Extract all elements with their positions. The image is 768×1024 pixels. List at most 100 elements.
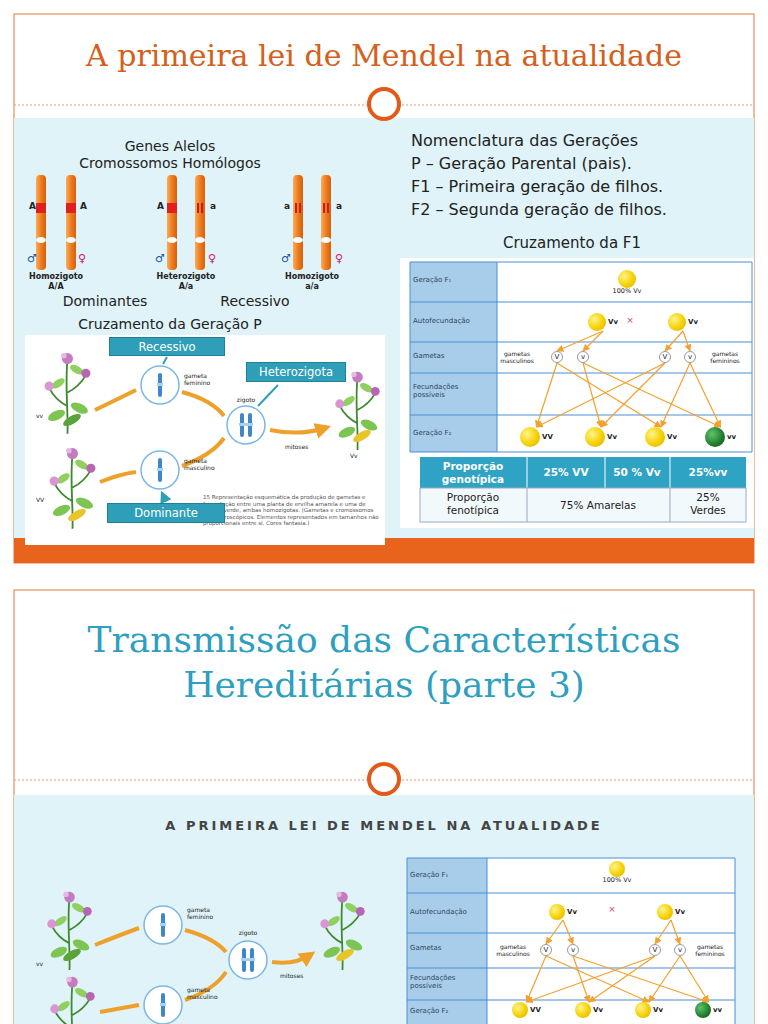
slide-title: Transmissão das Características Hereditá… — [64, 617, 704, 707]
table-note: gametas femininos — [690, 943, 730, 957]
chromosome-pairs-part — [36, 175, 46, 270]
pea-node: Vv — [635, 1002, 663, 1018]
pea-circle — [585, 427, 605, 447]
f1-cross-table-part — [420, 488, 746, 522]
gamete-figure-part — [50, 448, 96, 529]
gamete-figure-two-part — [61, 947, 82, 964]
pea-circle — [645, 427, 665, 447]
pea-node: Vv — [585, 427, 617, 447]
table-note: gametas masculinos — [492, 943, 534, 957]
gamete-figure-part — [61, 412, 82, 429]
sex-symbol: ♂ — [281, 252, 291, 265]
node-text: Vv — [653, 1006, 663, 1014]
pea-circle — [705, 427, 725, 447]
f1-cross-table-part — [400, 258, 754, 528]
pea-circle — [549, 904, 565, 920]
pea-circle — [635, 1002, 651, 1018]
gamete-figure-part — [351, 428, 372, 445]
allele-letter: a — [336, 201, 342, 212]
pea-circle — [588, 313, 606, 331]
gamete-figure-two-part — [144, 986, 182, 1024]
genotype-caption: Homozigoto A/A — [25, 272, 87, 291]
gamete-figure-two-part — [95, 928, 310, 1012]
figure-label: mitoses — [285, 443, 308, 450]
table-row-head: Fecundações possíveis — [413, 383, 473, 400]
gamete-figure-two-part — [229, 941, 267, 979]
figure-label: zigoto — [237, 396, 255, 403]
pea-node: Vv — [575, 1002, 603, 1018]
node-text: v — [678, 946, 682, 954]
chromosome-pairs-part — [195, 175, 205, 270]
table-cell: 25%vv — [689, 466, 728, 479]
node-text: v — [688, 353, 692, 361]
cross-connector — [583, 363, 601, 427]
chromosome-pairs-part — [321, 237, 331, 243]
box-text: Recessivo — [139, 340, 196, 354]
pea-circle — [668, 313, 686, 331]
gamete-figure-part — [66, 507, 87, 524]
chromosome-pairs-part — [66, 203, 76, 213]
box-text: Heterozigota — [259, 365, 333, 379]
gamete-figure-two-part — [50, 977, 94, 1024]
chromosome-pairs — [36, 175, 331, 270]
cross-connector — [665, 331, 683, 351]
cross-connector — [671, 920, 680, 944]
chromosome-pairs-part — [36, 237, 46, 243]
figure-label: vv — [36, 960, 43, 967]
cross-sign: × — [626, 315, 634, 326]
pea-node: vv — [695, 1002, 722, 1018]
cross-connector — [526, 956, 546, 1002]
allele-letter: a — [284, 201, 290, 212]
allele-letter: A — [29, 201, 36, 212]
table-row-head: Autofecundação — [413, 317, 470, 325]
table-note: gametas masculinos — [496, 350, 538, 364]
gamete-figure — [25, 335, 385, 545]
slide-one-frame — [14, 14, 754, 563]
table-cell: 25% VV — [543, 466, 588, 479]
node-text: Vv — [667, 433, 677, 441]
sex-symbol: ♀ — [208, 252, 216, 265]
nomenclature-line: P – Geração Parental (pais). — [411, 154, 632, 173]
cross-connector — [661, 363, 690, 427]
chromosome-pairs-part — [321, 175, 331, 270]
cross-connector — [546, 956, 649, 1002]
chromosome-pairs-part — [323, 203, 325, 213]
sex-symbol: ♂ — [155, 252, 165, 265]
genotype-caption: Heterozigoto A/a — [151, 272, 221, 291]
chromosome-pairs-part — [167, 203, 177, 213]
gamete-figure-part — [45, 353, 91, 434]
f1-cross-table-part — [420, 457, 746, 488]
table-row-head: Fecundações possíveis — [410, 974, 470, 991]
table-row-head: Autofecundação — [410, 908, 467, 916]
f1-cross-table-two-part — [407, 858, 735, 1024]
chromosome-pairs-part — [167, 175, 177, 270]
table-cell: 25% Verdes — [684, 491, 732, 516]
pea-node: 100% Vv — [593, 861, 641, 885]
cross-connector — [601, 363, 665, 427]
chromosome-pairs-part — [295, 203, 297, 213]
pea-node: Vv — [657, 904, 685, 920]
cross-connector — [589, 956, 655, 1002]
pea-node: Vv — [588, 313, 618, 331]
figure-label: vv — [36, 412, 43, 419]
nomenclature-line: F2 – Segunda geração de filhos. — [411, 200, 667, 219]
gamete-figure-two-part — [334, 947, 355, 964]
pea-circle — [512, 1002, 528, 1018]
gamete-circle: V — [659, 351, 671, 363]
table-cell: Proporção fenotípica — [423, 491, 523, 516]
cross-connector — [573, 956, 709, 1002]
node-text: V — [653, 946, 658, 954]
slide-two-frame-part — [14, 795, 754, 1024]
nomenclature-line: Nomenclatura das Gerações — [411, 131, 638, 150]
cross-connector — [573, 956, 589, 1002]
figure-label: zigoto — [239, 929, 257, 936]
chromosome-pairs-part — [66, 237, 76, 243]
node-text: VV — [530, 1006, 541, 1014]
group-label: Recessivo — [220, 293, 289, 310]
chromosome-pairs-part — [293, 175, 303, 270]
table-row-head: Gametas — [413, 352, 445, 360]
chromosome-pairs-part — [293, 237, 303, 243]
chromosome-pairs-part — [36, 203, 46, 213]
f1-cross-table-part — [527, 457, 670, 488]
node-text: Vv — [567, 908, 577, 916]
